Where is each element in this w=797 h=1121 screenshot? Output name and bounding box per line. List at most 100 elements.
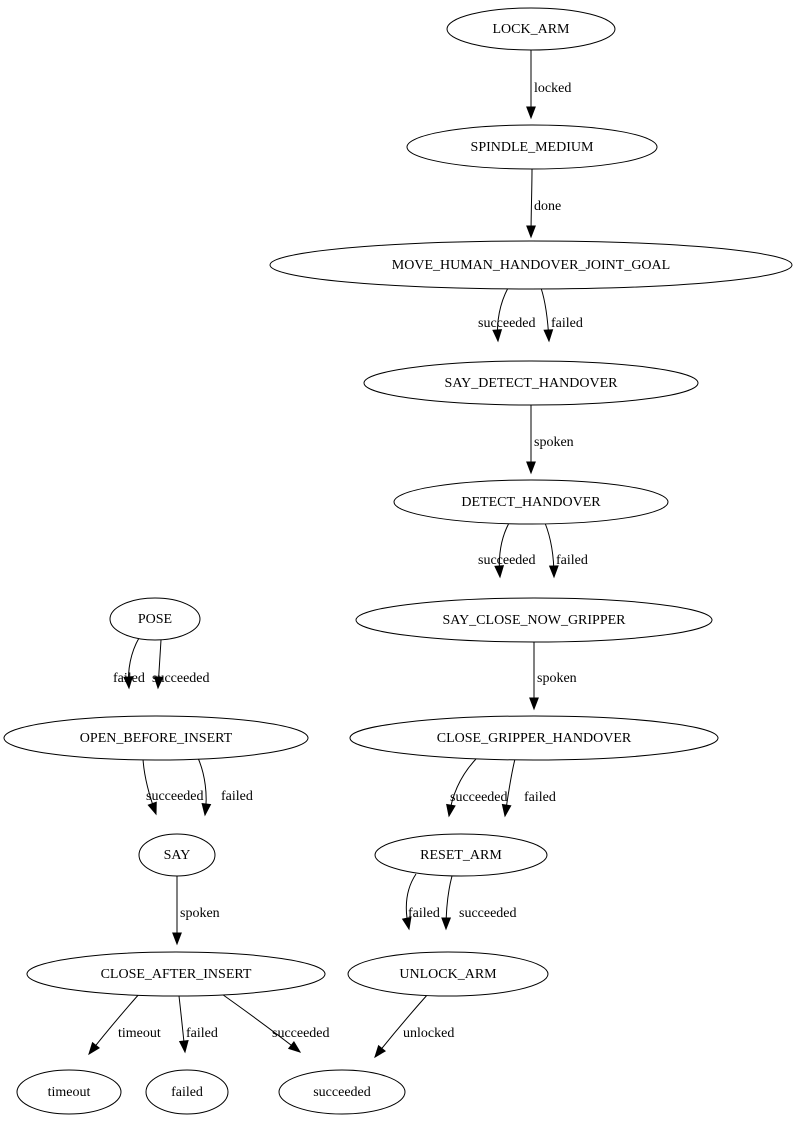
edge-label: succeeded [459,906,517,921]
graph-edge [88,992,141,1056]
graph-edge [526,50,536,120]
node-ellipse[interactable] [138,833,216,877]
edge-arrowhead [526,225,536,239]
edge-arrowhead [147,801,157,816]
edge-label: succeeded [146,789,204,804]
graph-edge [178,995,189,1054]
graph-node-succeeded[interactable]: succeeded [278,1069,406,1115]
graph-node-say-close-now-gripper[interactable]: SAY_CLOSE_NOW_GRIPPER [355,597,713,643]
edge-label: spoken [537,671,577,686]
graph-node-failed[interactable]: failed [145,1069,229,1115]
edge-arrowhead [287,1041,302,1053]
node-label: MOVE_HUMAN_HANDOVER_JOINT_GOAL [392,258,670,273]
edge-label: succeeded [272,1026,330,1041]
node-ellipse[interactable] [347,951,549,997]
graph-node-close-after-insert[interactable]: CLOSE_AFTER_INSERT [26,951,326,997]
edge-label: failed [113,671,145,686]
node-label: LOCK_ARM [492,22,570,37]
node-label: DETECT_HANDOVER [461,495,601,510]
node-label: CLOSE_GRIPPER_HANDOVER [437,731,632,746]
edge-line [88,992,141,1055]
graph-node-spindle-medium[interactable]: SPINDLE_MEDIUM [406,124,658,170]
edges-layer: locked done succeeded failed spoken succeeded… [88,50,588,1059]
graph-node-close-gripper-handover[interactable]: CLOSE_GRIPPER_HANDOVER [349,715,719,761]
graph-node-say-detect-handover[interactable]: SAY_DETECT_HANDOVER [363,360,699,406]
node-label: SPINDLE_MEDIUM [471,140,594,155]
edge-arrowhead [178,1040,189,1054]
graph-edge [401,873,417,931]
node-ellipse[interactable] [446,7,616,51]
graph-edge [446,758,477,818]
node-label: SAY_CLOSE_NOW_GRIPPER [442,613,626,628]
graph-node-open-before-insert[interactable]: OPEN_BEFORE_INSERT [3,715,309,761]
node-label: failed [171,1085,203,1100]
node-ellipse[interactable] [349,715,719,761]
graph-edge [153,639,164,690]
edge-label: timeout [118,1026,161,1041]
node-label: POSE [138,612,172,627]
graph-edge [172,875,182,946]
graph-edge [142,758,157,816]
graph-node-reset-arm[interactable]: RESET_ARM [374,833,548,877]
graph-edge [374,993,429,1059]
graph-edge [492,287,509,343]
nodes-layer: LOCK_ARM SPINDLE_MEDIUM MOVE_HUMAN_HANDOVE… [3,7,793,1115]
edge-arrowhead [123,676,134,690]
edge-label: done [534,199,561,214]
node-label: SAY_DETECT_HANDOVER [445,376,619,391]
node-label: UNLOCK_ARM [399,967,497,982]
edge-arrowhead [441,917,452,931]
graph-node-detect-handover[interactable]: DETECT_HANDOVER [393,479,669,525]
node-ellipse[interactable] [374,833,548,877]
graph-node-unlock-arm[interactable]: UNLOCK_ARM [347,951,549,997]
edge-arrowhead [492,329,503,343]
graph-edge [526,405,536,475]
node-ellipse[interactable] [109,597,201,641]
graph-edge [441,875,453,931]
edge-label: failed [524,790,556,805]
node-ellipse[interactable] [406,124,658,170]
edge-arrowhead [88,1041,100,1056]
node-ellipse[interactable] [393,479,669,525]
edge-arrowhead [548,565,559,579]
edge-arrowhead [501,803,512,818]
graph-node-timeout[interactable]: timeout [16,1069,122,1115]
graph-edge [540,287,554,343]
node-ellipse[interactable] [26,951,326,997]
edge-arrowhead [201,802,212,817]
edge-label: spoken [534,435,574,450]
graph-node-say[interactable]: SAY [138,833,216,877]
node-ellipse[interactable] [363,360,699,406]
graph-node-lock-arm[interactable]: LOCK_ARM [446,7,616,51]
graph-edge [544,522,559,579]
graph-node-pose[interactable]: POSE [109,597,201,641]
node-ellipse[interactable] [3,715,309,761]
graph-edge [197,757,212,817]
graph-node-move-human-handover-joint-goal[interactable]: MOVE_HUMAN_HANDOVER_JOINT_GOAL [269,240,793,290]
edge-label: locked [534,81,571,96]
graph-edge [494,522,510,579]
edge-arrowhead [543,329,554,343]
edge-line [218,991,301,1053]
node-label: RESET_ARM [420,848,502,863]
edge-arrowhead [153,676,164,690]
node-ellipse[interactable] [278,1069,406,1115]
edge-arrowhead [526,461,536,475]
node-ellipse[interactable] [145,1069,229,1115]
edge-arrowhead [172,932,182,946]
edge-arrowhead [529,697,539,711]
node-label: succeeded [313,1085,371,1100]
edge-label: failed [186,1026,218,1041]
graph-edge [526,168,536,239]
node-label: CLOSE_AFTER_INSERT [101,967,252,982]
edge-label: failed [551,316,583,331]
node-ellipse[interactable] [355,597,713,643]
node-ellipse[interactable] [269,240,793,290]
edge-arrowhead [494,565,505,579]
node-ellipse[interactable] [16,1069,122,1115]
edge-arrowhead [446,803,456,818]
node-label: OPEN_BEFORE_INSERT [80,731,233,746]
edge-arrowhead [374,1044,387,1059]
